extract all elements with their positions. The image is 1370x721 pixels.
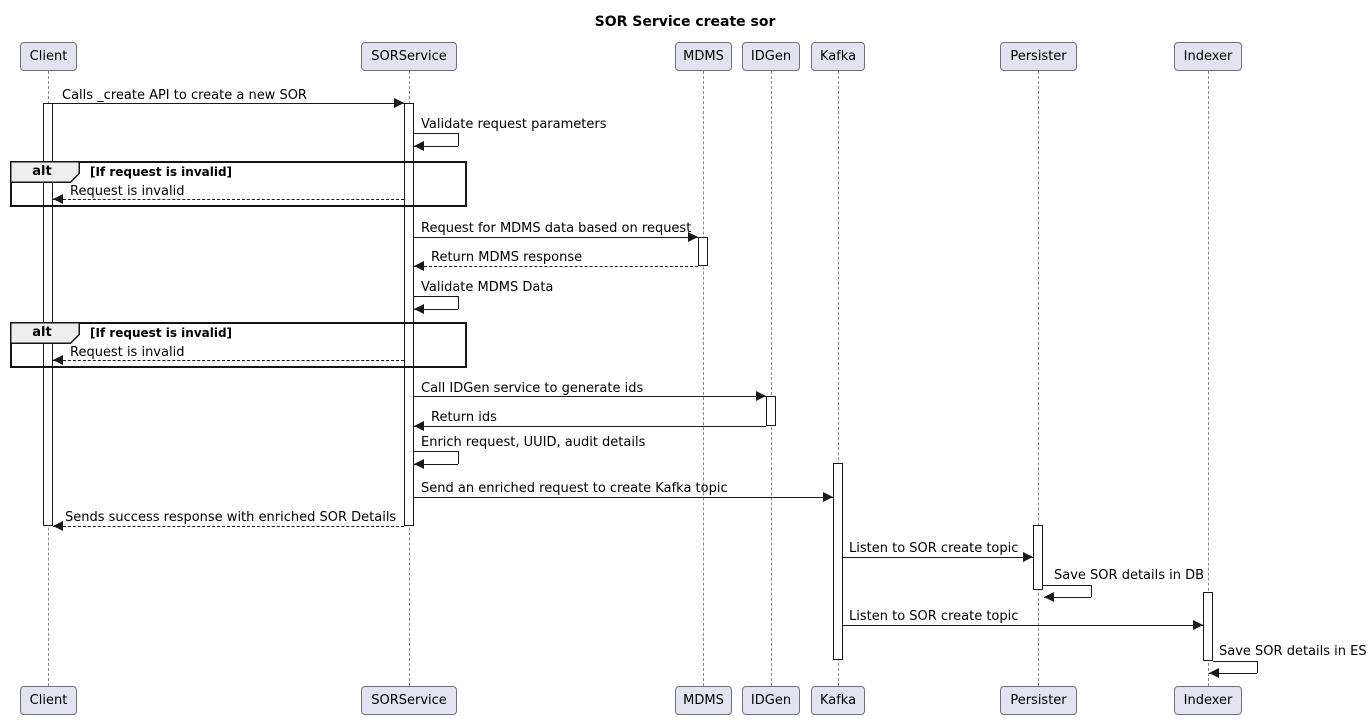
message-line	[53, 199, 404, 200]
message-label: Save SOR details in DB	[1054, 568, 1205, 583]
participant-mdms-top: MDMS	[675, 42, 732, 71]
participant-kafka-top: Kafka	[811, 42, 865, 71]
arrowhead-left-icon	[1044, 592, 1054, 602]
message-line	[414, 464, 458, 465]
message-label: Call IDGen service to generate ids	[421, 381, 644, 396]
message-line	[1044, 597, 1091, 598]
message-label: Save SOR details in ES	[1219, 644, 1367, 659]
participant-client-top: Client	[20, 42, 77, 71]
activation-bar-idgen	[766, 396, 776, 426]
message-line	[414, 266, 698, 267]
message-label: Return ids	[431, 410, 497, 425]
message-line	[414, 426, 766, 427]
lifeline-persister	[1038, 71, 1039, 686]
arrowhead-left-icon	[414, 261, 424, 271]
participant-kafka-bottom: Kafka	[811, 686, 865, 715]
message-line	[458, 133, 459, 146]
alt-guard: [If request is invalid]	[90, 165, 233, 179]
alt-frame-tab-icon	[10, 161, 80, 183]
arrowhead-left-icon	[414, 459, 424, 469]
activation-bar-persister	[1033, 525, 1043, 590]
participant-sorservice-top: SORService	[361, 42, 457, 71]
message-label: Calls _create API to create a new SOR	[62, 88, 307, 103]
message-line	[458, 451, 459, 464]
message-line	[414, 497, 833, 498]
message-line	[414, 451, 458, 452]
alt-frame-1: alt [If request is invalid]	[10, 161, 467, 207]
message-line	[53, 360, 404, 361]
message-line	[1091, 585, 1092, 597]
arrowhead-right-icon	[688, 232, 698, 242]
lifeline-mdms	[703, 71, 704, 686]
participant-mdms-bottom: MDMS	[675, 686, 732, 715]
arrowhead-left-icon	[53, 521, 63, 531]
message-label: Send an enriched request to create Kafka…	[421, 481, 728, 496]
alt-frame-tab-icon	[10, 322, 80, 344]
participant-sorservice-bottom: SORService	[361, 686, 457, 715]
arrowhead-right-icon	[1193, 620, 1203, 630]
message-label: Sends success response with enriched SOR…	[65, 510, 397, 525]
arrowhead-left-icon	[53, 194, 63, 204]
message-line	[843, 625, 1203, 626]
participant-persister-bottom: Persister	[1000, 686, 1077, 715]
alt-operator: alt	[32, 164, 52, 179]
arrowhead-left-icon	[53, 355, 63, 365]
message-label: Request for MDMS data based on request	[421, 221, 692, 236]
message-line	[414, 133, 458, 134]
arrowhead-right-icon	[394, 98, 404, 108]
message-line	[414, 396, 766, 397]
diagram-title: SOR Service create sor	[594, 14, 776, 30]
message-line	[53, 103, 404, 104]
participant-idgen-top: IDGen	[742, 42, 800, 71]
alt-guard: [If request is invalid]	[90, 326, 233, 340]
activation-bar-kafka	[833, 463, 843, 660]
lifeline-kafka	[838, 71, 839, 686]
activation-bar-mdms	[698, 237, 708, 266]
message-line	[1257, 661, 1258, 673]
message-label: Listen to SOR create topic	[849, 541, 1019, 556]
activation-bar-client	[43, 103, 53, 526]
message-line	[843, 557, 1033, 558]
activation-bar-sorservice	[404, 103, 414, 526]
message-line	[1043, 585, 1091, 586]
message-label: Return MDMS response	[431, 250, 583, 265]
lifeline-indexer	[1208, 71, 1209, 686]
message-label: Listen to SOR create topic	[849, 609, 1019, 624]
message-label: Validate MDMS Data	[421, 280, 554, 295]
arrowhead-left-icon	[414, 304, 424, 314]
participant-persister-top: Persister	[1000, 42, 1077, 71]
message-line	[414, 237, 698, 238]
message-label: Validate request parameters	[421, 117, 607, 132]
message-label: Request is invalid	[70, 184, 185, 199]
message-line	[414, 296, 458, 297]
message-line	[458, 296, 459, 309]
message-line	[1213, 661, 1257, 662]
message-line	[53, 526, 404, 527]
message-label: Enrich request, UUID, audit details	[421, 435, 646, 450]
arrowhead-left-icon	[414, 141, 424, 151]
message-line	[1209, 673, 1257, 674]
lifeline-idgen	[771, 71, 772, 686]
arrowhead-left-icon	[414, 421, 424, 431]
arrowhead-right-icon	[823, 492, 833, 502]
participant-client-bottom: Client	[20, 686, 77, 715]
arrowhead-left-icon	[1209, 668, 1219, 678]
participant-indexer-bottom: Indexer	[1174, 686, 1242, 715]
message-line	[414, 309, 458, 310]
participant-idgen-bottom: IDGen	[742, 686, 800, 715]
arrowhead-right-icon	[756, 391, 766, 401]
alt-frame-2: alt [If request is invalid]	[10, 322, 467, 368]
message-label: Request is invalid	[70, 345, 185, 360]
activation-bar-indexer	[1203, 592, 1213, 661]
participant-indexer-top: Indexer	[1174, 42, 1242, 71]
arrowhead-right-icon	[1023, 552, 1033, 562]
alt-operator: alt	[32, 325, 52, 340]
message-line	[414, 146, 458, 147]
